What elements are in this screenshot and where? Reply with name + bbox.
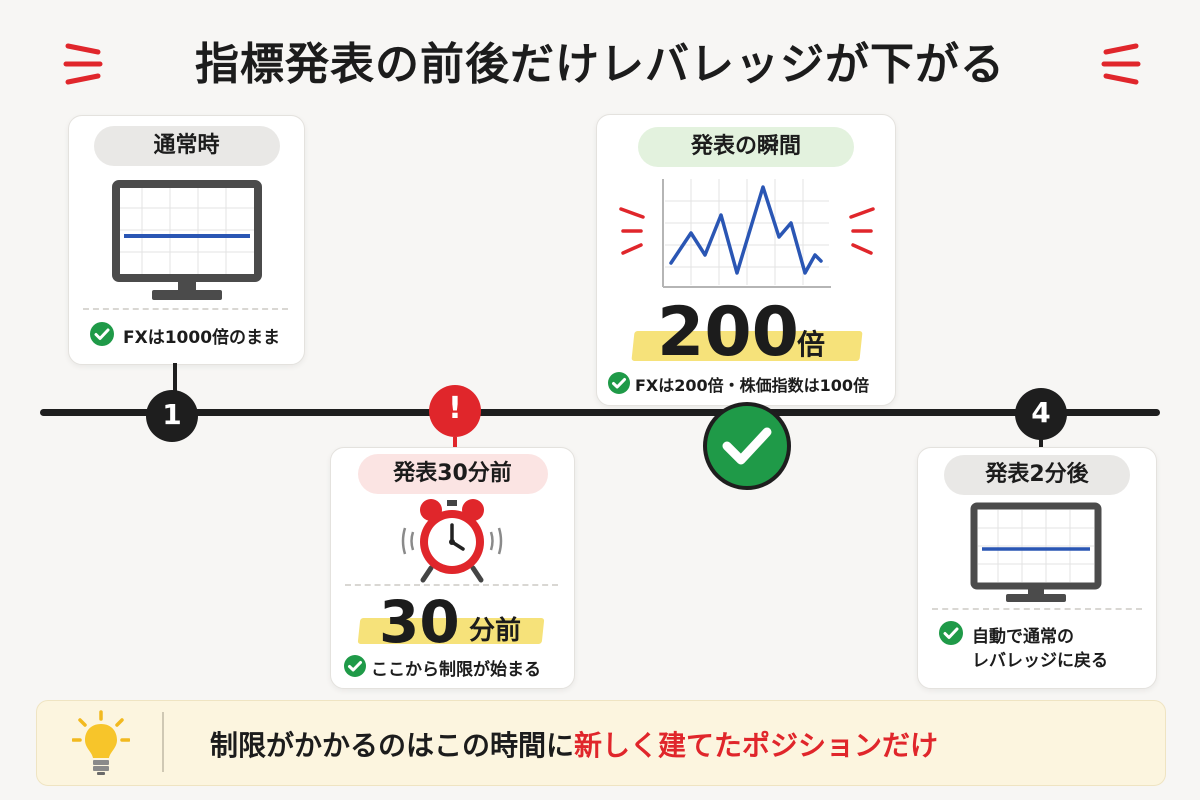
check-circle-icon <box>608 372 630 394</box>
check-icon <box>722 427 772 465</box>
stem-2 <box>453 437 457 449</box>
timeline-line <box>40 409 1160 416</box>
footer-divider <box>162 712 164 772</box>
step-note-30min: ここから制限が始まる <box>371 660 541 680</box>
step-card-2min: 発表2分後 自動で通常の レバレッジに戻る <box>917 447 1157 689</box>
step-note-normal: FXは1000倍のまま <box>123 328 281 348</box>
burst-right-icon <box>1101 43 1141 85</box>
step-big-unit-200: 倍 <box>797 328 826 361</box>
page-title: 指標発表の前後だけレバレッジが下がる <box>195 39 1005 90</box>
step-node-1: 1 <box>146 390 198 442</box>
step-node-warning: ! <box>429 385 481 437</box>
step-node-check <box>703 402 791 490</box>
step-number-1: 1 <box>162 398 182 431</box>
check-circle-icon <box>90 322 114 346</box>
divider <box>83 308 288 310</box>
footer-text: 制限がかかるのはこの時間に新しく建てたポジションだけ <box>210 724 938 764</box>
footer-text-plain: 制限がかかるのはこの時間に <box>210 729 575 762</box>
step-card-moment: 発表の瞬間 200 倍 FXは200倍・株価指数は100倍 <box>596 114 896 406</box>
step-label-normal: 通常時 <box>93 126 280 166</box>
step-note-2min-line1: 自動で通常の <box>972 627 1074 647</box>
step-note-2min-line2: レバレッジに戻る <box>972 651 1108 671</box>
step-card-30min: 発表30分前 30 分前 ここから制限が始まる <box>330 447 575 689</box>
step-big-number-200: 200 <box>657 293 799 372</box>
alarm-clock-icon <box>401 499 503 583</box>
volatile-chart-icon <box>619 179 875 289</box>
step-big-unit-30: 分前 <box>469 616 522 646</box>
check-circle-icon <box>344 655 366 677</box>
divider <box>345 584 558 586</box>
step-label-2min: 発表2分後 <box>944 455 1130 495</box>
stem-4 <box>1039 438 1043 450</box>
check-circle-icon <box>939 621 963 645</box>
step-number-4: 4 <box>1031 396 1051 429</box>
step-card-normal: 通常時 FXは1000倍のまま <box>68 115 305 365</box>
divider <box>932 608 1142 610</box>
lightbulb-icon <box>72 710 130 775</box>
monitor-icon <box>112 180 262 300</box>
step-label-30min: 発表30分前 <box>357 454 548 494</box>
footer-note-bar <box>36 700 1166 786</box>
warning-icon: ! <box>448 391 462 426</box>
footer-text-emphasis: 新しく建てたポジションだけ <box>574 729 939 762</box>
step-big-number-30: 30 <box>379 588 460 656</box>
step-label-moment: 発表の瞬間 <box>638 127 854 167</box>
step-node-4: 4 <box>1015 388 1067 440</box>
monitor-icon <box>970 502 1102 602</box>
step-note-moment: FXは200倍・株価指数は100倍 <box>635 376 870 395</box>
stem-1 <box>173 363 177 393</box>
burst-left-icon <box>63 43 103 85</box>
